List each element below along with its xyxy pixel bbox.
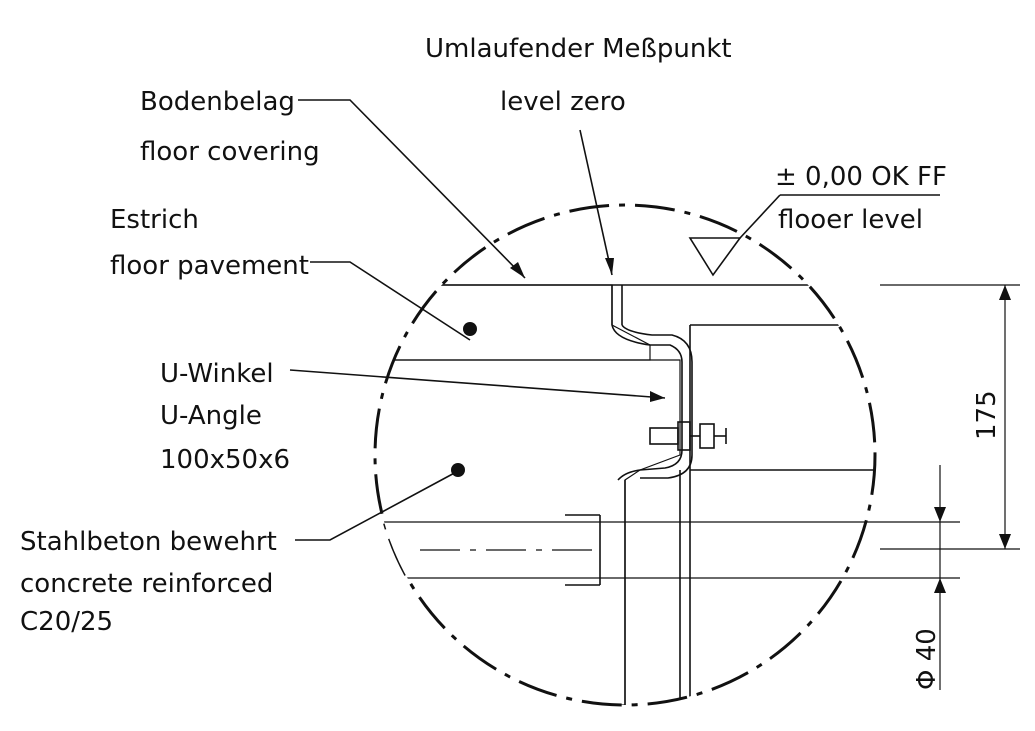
level-value-label: ± 0,00 OK FF bbox=[775, 162, 947, 192]
angle-de-label: U-Winkel bbox=[160, 359, 274, 389]
measure-point-en-label: level zero bbox=[500, 87, 626, 117]
screed-de-label: Estrich bbox=[110, 205, 199, 235]
angle-size-label: 100x50x6 bbox=[160, 445, 290, 475]
detail-circle bbox=[373, 203, 877, 707]
dim-height-label: 175 bbox=[972, 390, 1002, 440]
bolt-head bbox=[649, 427, 679, 445]
concrete-de-label: Stahlbeton bewehrt bbox=[20, 527, 277, 557]
angle-en-label: U-Angle bbox=[160, 401, 262, 431]
concrete-en-label: concrete reinforced bbox=[20, 569, 273, 599]
concrete-grade-label: C20/25 bbox=[20, 607, 113, 637]
level-triangle-icon bbox=[688, 237, 742, 277]
floor-covering-en-label: floor covering bbox=[140, 137, 320, 167]
level-en-label: flooer level bbox=[778, 205, 923, 235]
screed-en-label: floor pavement bbox=[110, 251, 309, 281]
measure-point-de-label: Umlaufender Meßpunkt bbox=[425, 34, 732, 64]
floor-covering-de-label: Bodenbelag bbox=[140, 87, 295, 117]
u-angle-profile bbox=[611, 324, 683, 481]
dim-diameter-label: Φ 40 bbox=[912, 628, 942, 690]
concrete-hatch bbox=[375, 359, 681, 705]
section-body bbox=[375, 284, 875, 705]
